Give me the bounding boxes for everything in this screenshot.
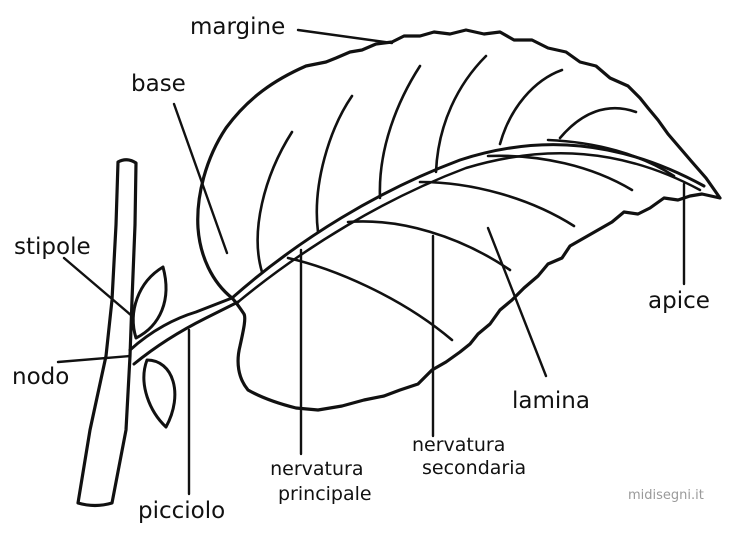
watermark: midisegni.it	[628, 488, 704, 503]
label-nodo: nodo	[12, 364, 70, 390]
label-nervatura-secondaria-line2: secondaria	[422, 457, 527, 479]
stipule-lower	[142, 358, 177, 429]
petiole	[128, 296, 234, 352]
leader-margine	[296, 28, 394, 45]
leader-nodo	[56, 354, 132, 364]
label-nervatura-principale-line2: principale	[278, 483, 372, 505]
label-lamina: lamina	[512, 388, 590, 414]
stipule-upper	[131, 265, 168, 340]
leaf-margin	[196, 28, 722, 412]
secondary-vein	[378, 64, 422, 200]
leader-base	[172, 102, 229, 255]
secondary-vein	[286, 256, 454, 342]
leader-lamina	[486, 226, 548, 378]
label-nervatura-principale: nervatura principale	[262, 460, 372, 504]
label-stipole: stipole	[14, 234, 91, 260]
leader-stipole	[62, 256, 134, 318]
petiole-lower-edge	[132, 300, 240, 366]
main-vein-inner	[236, 152, 702, 304]
label-nervatura-principale-line1: nervatura	[270, 458, 364, 480]
secondary-vein	[558, 106, 638, 140]
label-picciolo: picciolo	[138, 498, 226, 524]
stem	[76, 158, 138, 508]
secondary-vein	[546, 138, 676, 178]
label-apice: apice	[648, 288, 710, 314]
label-nervatura-secondaria-line1: nervatura	[412, 434, 506, 456]
secondary-vein	[434, 54, 488, 174]
label-nervatura-secondaria: nervatura secondaria	[412, 436, 526, 478]
secondary-vein	[346, 220, 512, 272]
secondary-vein	[315, 94, 354, 234]
label-base: base	[131, 71, 186, 97]
secondary-vein	[498, 68, 564, 146]
secondary-vein	[418, 180, 576, 228]
secondary-vein	[486, 154, 634, 192]
label-margine: margine	[190, 14, 286, 40]
secondary-vein	[256, 130, 294, 274]
